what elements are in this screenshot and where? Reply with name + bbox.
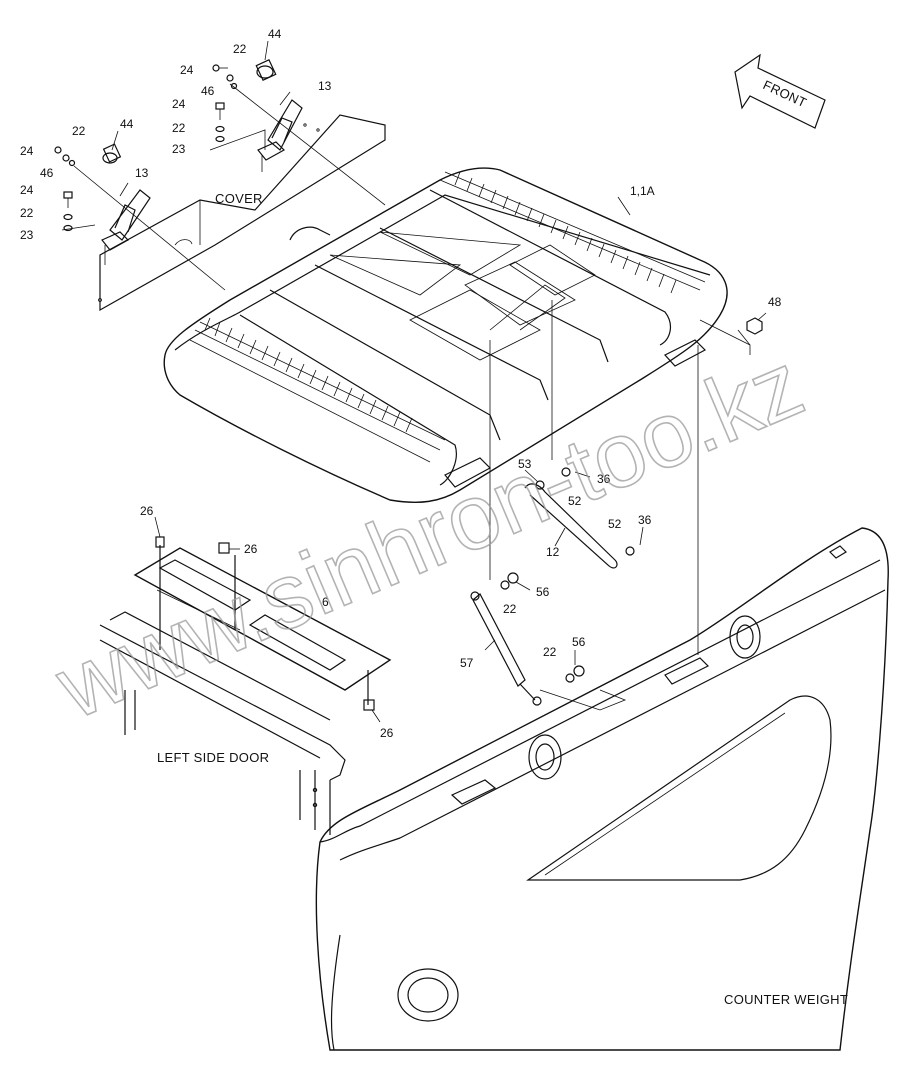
part-label: 52 [568,494,582,508]
part-label: 22 [503,602,517,616]
part-label: 13 [135,166,149,180]
part-label: 56 [536,585,550,599]
part-label: 1,1A [630,184,655,198]
part-label: 46 [201,84,215,98]
caption-left-side-door: LEFT SIDE DOOR [157,750,269,765]
part-label: 26 [380,726,394,740]
part-label: 53 [518,457,532,471]
part-label: 22 [543,645,557,659]
part-label: 22 [20,206,34,220]
part-label: 46 [40,166,54,180]
front-arrow-icon: FRONT [734,53,826,129]
latch-assembly-left [101,143,151,265]
part-label: 52 [608,517,622,531]
vent-slots-rear [439,171,706,294]
latch-assembly-right [255,58,303,172]
link-rod [524,483,618,569]
part-label: 44 [120,117,134,131]
part-label: 24 [20,144,34,158]
caption-cover: COVER [215,191,263,206]
part-label: 36 [597,472,611,486]
part-label: 57 [460,656,474,670]
vent-slots-front [189,317,446,463]
part-label: 24 [20,183,34,197]
part-label: 22 [172,121,186,135]
part-label: 24 [172,97,186,111]
engine-cover-hood [163,167,728,503]
leader-lines [61,40,767,723]
part-label: 23 [20,228,34,242]
part-label: 12 [546,545,560,559]
part-label: 36 [638,513,652,527]
part-labels: 44 22 24 46 13 24 22 23 22 44 24 46 13 2… [20,27,782,740]
counter-weight [315,527,889,1051]
part-label: 24 [180,63,194,77]
part-label: 56 [572,635,586,649]
part-label: 26 [244,542,258,556]
part-label: 13 [318,79,332,93]
upper-cover-plate [98,114,386,312]
caption-counter-weight: COUNTER WEIGHT [724,992,848,1007]
gas-spring [470,591,542,706]
part-label: 23 [172,142,186,156]
part-label: 48 [768,295,782,309]
left-side-door-frame [99,611,346,835]
part-label: 22 [72,124,86,138]
part-label: 26 [140,504,154,518]
fasteners [54,64,763,711]
part-label: 44 [268,27,282,41]
part-label: 6 [322,595,329,609]
part-label: 22 [233,42,247,56]
